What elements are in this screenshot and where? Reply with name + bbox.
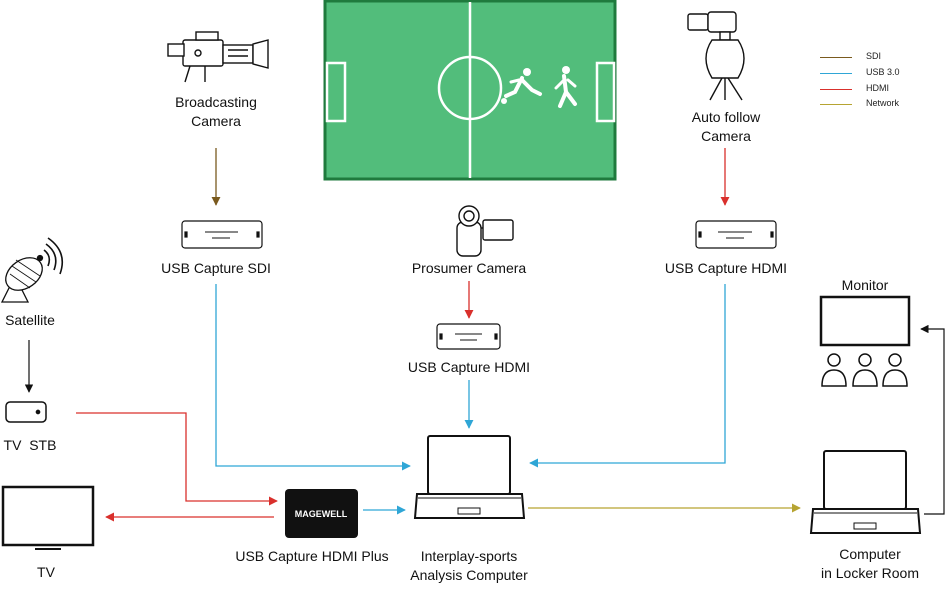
auto-follow-camera-label-line2: Camera [701,128,751,144]
usb-capture-hdmi-top-label: USB Capture HDMI [664,260,788,276]
broadcasting-camera-label-line2: Camera [191,113,241,129]
hdmi-connector-line-stb [76,412,278,506]
usb-capture-hdmi-plus-label: USB Capture HDMI Plus [235,548,389,564]
tv-label: TV [37,564,55,580]
legend-label-usb: USB 3.0 [866,67,900,77]
monitor-audience-icon [819,295,911,387]
ptz-camera-icon [687,11,745,101]
broadcasting-camera-label-line1: Broadcasting [175,94,257,110]
laptop-icon [413,435,526,519]
analysis-computer-label-line2: Analysis Computer [410,567,528,583]
magewell-logo-text: MAGEWELL [295,509,348,519]
auto-follow-camera-label: Auto follow Camera [666,108,786,146]
set-top-box-icon [5,401,47,423]
locker-room-computer-label-line1: Computer [839,546,901,562]
camcorder-icon [456,205,514,257]
monitor-label: Monitor [841,277,889,293]
usb-capture-hdmi-plus-device: MAGEWELL [285,489,358,538]
usb-capture-hdmi-mid-label: USB Capture HDMI [407,359,531,375]
usb-capture-sdi-device [181,220,263,249]
legend-swatch-sdi [820,57,852,58]
broadcasting-camera-label: Broadcasting Camera [156,93,276,131]
tv-stb-label: TV STB [3,437,57,453]
legend-label-hdmi: HDMI [866,83,889,93]
analysis-computer-label: Interplay-sports Analysis Computer [394,547,544,585]
locker-room-computer-label: Computer in Locker Room [805,545,935,583]
locker-room-computer-label-line2: in Locker Room [820,565,920,581]
analysis-computer-label-line1: Interplay-sports [420,548,518,564]
laptop-icon-locker-room [809,450,922,534]
satellite-dish-icon [0,237,64,303]
satellite-label: Satellite [5,312,55,328]
usb-capture-hdmi-device-top [695,220,777,249]
auto-follow-camera-label-line1: Auto follow [691,109,761,125]
legend-swatch-usb [820,73,852,74]
usb-capture-hdmi-device-mid [436,323,501,350]
usb-connector-line-sdi [215,284,411,471]
soccer-field [323,0,617,181]
video-camera-icon [167,31,269,83]
prosumer-camera-label: Prosumer Camera [411,260,527,276]
monitor-connector-line [920,324,945,515]
usb-connector-line-hdmi-top [529,284,726,468]
players-icon [501,66,577,108]
legend-swatch-hdmi [820,89,852,90]
legend-label-network: Network [866,98,900,108]
legend-label-sdi: SDI [866,51,882,61]
usb-capture-sdi-label: USB Capture SDI [161,260,271,276]
legend-swatch-network [820,104,852,105]
tv-icon [1,485,95,550]
